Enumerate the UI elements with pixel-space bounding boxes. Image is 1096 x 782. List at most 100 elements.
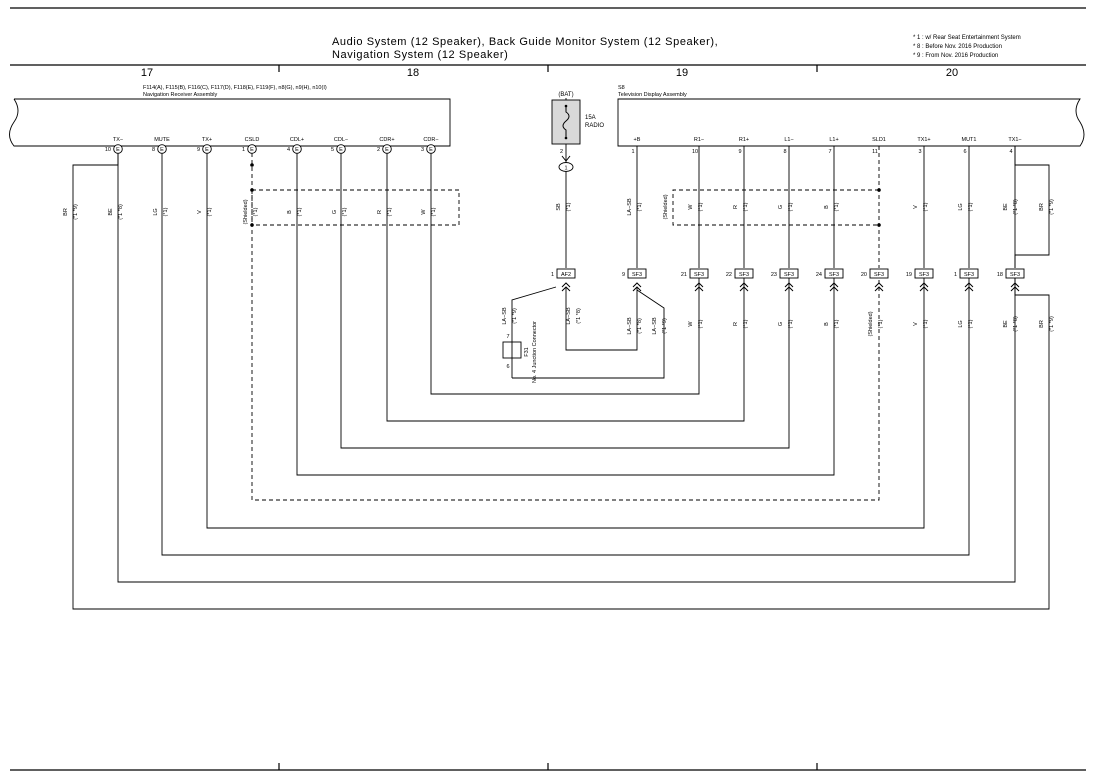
lower-connector-name: SF3: [964, 272, 974, 278]
nav-pin-number: 9: [197, 147, 200, 153]
lower-wire-note: (*1): [788, 319, 794, 328]
nav-pin-label: TX−: [113, 137, 123, 143]
lower-connector-number: 21: [681, 272, 687, 278]
lower-wire-note: (*1 *9): [1049, 316, 1055, 332]
lower-wire-color: LA−SB: [652, 317, 658, 335]
junction-wire-note: (*1 *9): [512, 308, 518, 324]
tv-wire-color: W: [688, 204, 694, 210]
wire-la-sb-junction: [565, 287, 638, 351]
lower-connector: [869, 268, 889, 279]
lower-wire-note: (*1): [968, 319, 974, 328]
tv-wire-note: (*1 *9): [1049, 199, 1055, 215]
tv-wire-note: (*1): [834, 202, 840, 211]
lower-connector: [734, 268, 754, 279]
tv-pin-number: 11: [872, 149, 878, 155]
tv-pin-number: 10: [692, 149, 698, 155]
lower-connector-number: 23: [771, 272, 777, 278]
nav-wire-note: (*1): [387, 207, 393, 216]
sb-wire-color: SB: [556, 203, 562, 211]
chevron-icon: [964, 286, 974, 292]
lower-connector-name: SF3: [919, 272, 929, 278]
lower-wire-note: (*1): [698, 319, 704, 328]
nav-wire-note: (*1): [207, 207, 213, 216]
lower-connector-name: SF3: [739, 272, 749, 278]
tv-wire-color: BR: [1039, 203, 1045, 211]
chevron-icon: [919, 286, 929, 292]
lower-wire-color: LA−SB: [566, 307, 572, 325]
lower-connector-name: SF3: [874, 272, 884, 278]
wire-cdr-plus-g: [340, 153, 790, 449]
lower-wire-note: (*1): [923, 319, 929, 328]
nav-pin-number: 5: [331, 147, 334, 153]
tv-pin-number: 7: [828, 149, 831, 155]
tv-wire-note: (*1): [788, 202, 794, 211]
tv-wire-color: BE: [1003, 203, 1009, 211]
lower-wire-note: (*1 *8): [576, 308, 582, 324]
junction-pin-bottom: 6: [506, 364, 509, 370]
tv-pin-number: 9: [738, 149, 741, 155]
fuse-rating: 15A: [585, 115, 596, 121]
tv-wire-note: (*1): [637, 202, 643, 211]
nav-pin-connector-label: E: [339, 147, 343, 153]
lower-wire-color: G: [778, 322, 784, 326]
nav-wire-note: (*1): [431, 207, 437, 216]
lower-wire-note: (*1): [834, 319, 840, 328]
chevron-icon: [874, 282, 884, 288]
nav-pin-number: 4: [287, 147, 290, 153]
lower-wire-note: (*1): [743, 319, 749, 328]
fuse-pin: 2: [560, 149, 563, 155]
junction-name: F31: [524, 347, 530, 356]
nav-pin-number: 8: [152, 147, 155, 153]
title-line-2: Navigation System (12 Speaker): [332, 49, 508, 61]
chevron-icon: [964, 282, 974, 288]
tv-pin-label: MUT1: [962, 137, 977, 143]
wire-la-sb-return: [512, 289, 665, 379]
tv-wire-note: (*1): [968, 202, 974, 211]
lower-wire-note: (*1 *8): [1013, 316, 1019, 332]
nav-pin-number: 2: [377, 147, 380, 153]
tv-pin-number: 6: [963, 149, 966, 155]
grid-number-17: 17: [141, 67, 153, 79]
lower-wire-color: B: [824, 322, 830, 326]
nav-assembly-codes: F114(A), F115(B), F116(C), F117(D), F118…: [143, 85, 327, 91]
grid-number-19: 19: [676, 67, 688, 79]
lower-wire-color: R: [733, 322, 739, 326]
chevron-icon: [829, 282, 839, 288]
lower-connector: [556, 268, 576, 279]
chevron-icon: [739, 286, 749, 292]
nav-wire-color: G: [332, 210, 338, 214]
nav-wire-color: V: [197, 210, 203, 214]
nav-wire-color: LG: [153, 208, 159, 215]
nav-pin-connector-label: E: [160, 147, 164, 153]
lower-connector-name: SF3: [829, 272, 839, 278]
nav-pin-number: 10: [105, 147, 111, 153]
nav-pin-connector-label: E: [385, 147, 389, 153]
nav-pin-number: 3: [421, 147, 424, 153]
chevron-icon: [694, 282, 704, 288]
junction-pin-top: 7: [506, 334, 509, 340]
tv-pin-label: R1+: [739, 137, 749, 143]
lower-connector-number: 22: [726, 272, 732, 278]
splice-dot: [877, 223, 881, 227]
lower-connector-number: 20: [861, 272, 867, 278]
fuse-icon: [562, 106, 570, 138]
lower-connector-number: 1: [551, 272, 554, 278]
frame: [10, 7, 1086, 771]
nav-wire-color: W: [421, 209, 427, 215]
lower-connector: [1005, 268, 1025, 279]
tv-wire-color: LA−SB: [627, 198, 633, 216]
tv-pin-number: 3: [918, 149, 921, 155]
tv-wire-note: (*1): [923, 202, 929, 211]
chevron-icon: [919, 282, 929, 288]
tv-pin-number: 1: [631, 149, 634, 155]
nav-wire-note: (*1): [253, 207, 259, 216]
tv-wire-color: R: [733, 205, 739, 209]
tv-wire-note: (*1): [743, 202, 749, 211]
nav-wire-note: (*1): [297, 207, 303, 216]
splice-dot: [250, 163, 254, 167]
chevron-icon: [694, 286, 704, 292]
lower-connector: [914, 268, 934, 279]
lower-connector-name: SF3: [694, 272, 704, 278]
nav-pin-label: CDL+: [290, 137, 304, 143]
